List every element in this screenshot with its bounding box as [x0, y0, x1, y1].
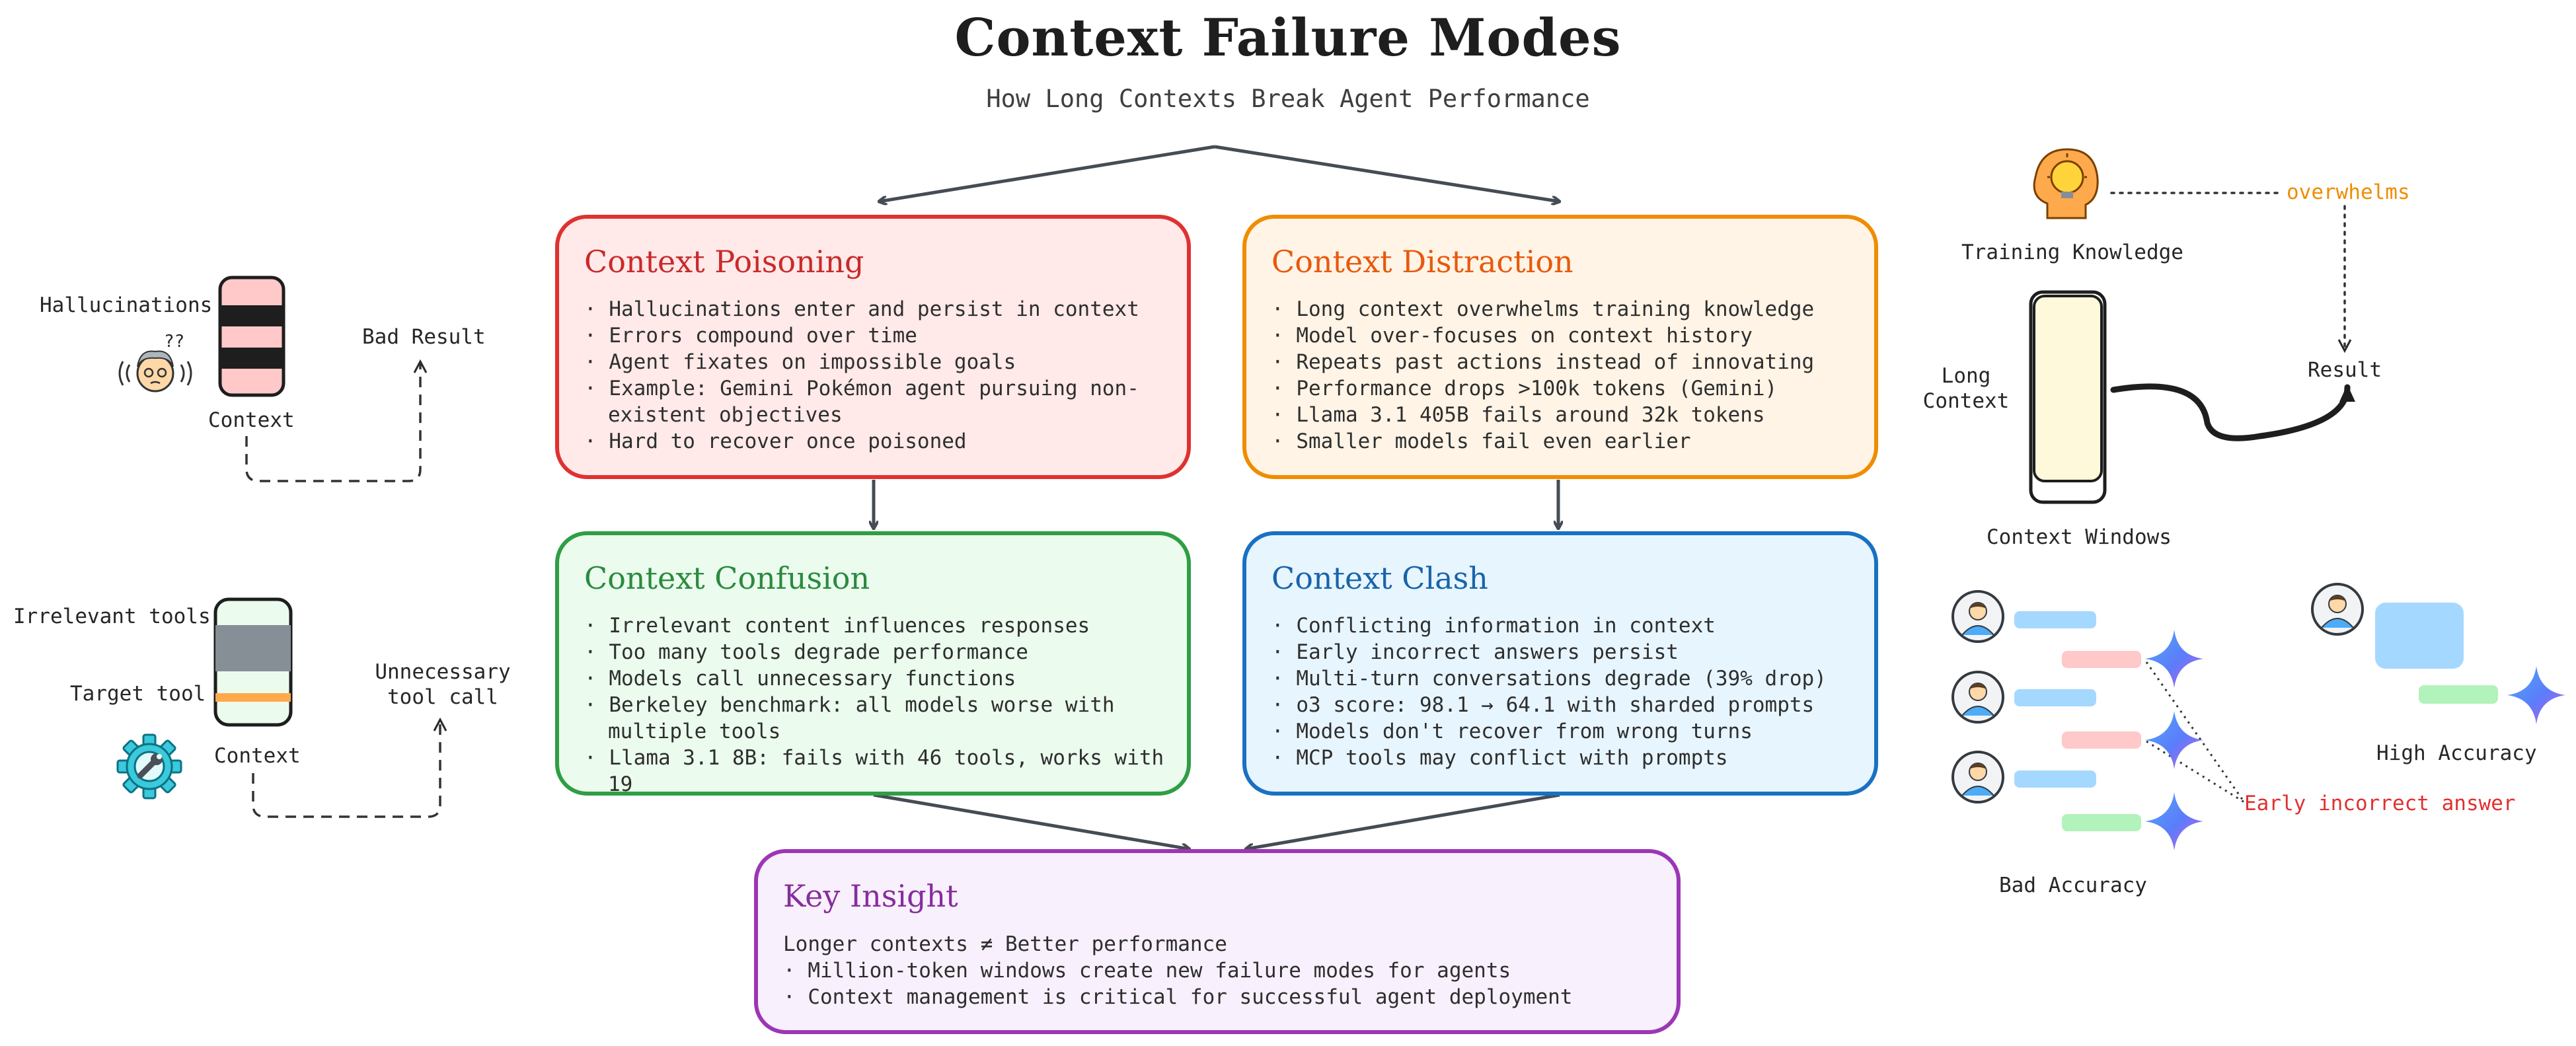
card-context-distraction: Context Distraction Long context overwhe…: [1242, 215, 1878, 479]
page-subtitle: How Long Contexts Break Agent Performanc…: [986, 85, 1590, 113]
context-jar-poison: [218, 276, 285, 397]
bullet-item: Berkeley benchmark: all models worse wit…: [584, 692, 1166, 745]
bullet-item: o3 score: 98.1 → 64.1 with sharded promp…: [1271, 692, 1866, 718]
card-list: Irrelevant content influences responsesT…: [584, 613, 1166, 798]
confused-person-icon: [118, 350, 192, 392]
bullet-item: Models call unnecessary functions: [584, 665, 1166, 692]
card-context-poisoning: Context Poisoning Hallucinations enter a…: [555, 215, 1191, 479]
bullet-item: Too many tools degrade performance: [584, 639, 1166, 665]
card-title: Context Distraction: [1271, 244, 1573, 280]
bullet-item: MCP tools may conflict with prompts: [1271, 745, 1866, 771]
lightbulb-head-icon: [2033, 148, 2099, 219]
label-unnecessary-line1: Unnecessary: [375, 660, 511, 684]
gemini-sparkle-icon: [2145, 630, 2203, 688]
user-avatar-icon: [1951, 590, 2004, 643]
label-long-context: Long Context: [1913, 363, 2019, 414]
label-context-1: Context: [208, 408, 295, 432]
card-title: Context Poisoning: [584, 244, 864, 280]
label-context-2: Context: [214, 744, 301, 768]
bullet-item: Llama 3.1 8B: fails with 46 tools, works…: [584, 745, 1166, 798]
label-early-incorrect-answer: Early incorrect answer: [2244, 792, 2516, 815]
bullet-item: Smaller models fail even earlier: [1271, 428, 1853, 455]
bullet-item: Early incorrect answers persist: [1271, 639, 1866, 665]
label-context-windows: Context Windows: [1987, 525, 2172, 549]
bad-result-dashed-arrow: [245, 362, 420, 482]
label-long-line2: Context: [1922, 389, 2010, 413]
bullet-item: Agent fixates on impossible goals: [584, 349, 1166, 375]
bullet-item: Irrelevant content influences responses: [584, 613, 1166, 639]
long-context-result-arrow: [2110, 383, 2355, 441]
card-title: Context Clash: [1271, 560, 1488, 596]
label-bad-result: Bad Result: [362, 325, 486, 349]
bullet-item: Conflicting information in context: [1271, 613, 1866, 639]
unnecessary-call-dashed-arrow: [252, 720, 440, 818]
user-avatar-icon: [2311, 583, 2364, 636]
card-title: Context Confusion: [584, 560, 870, 596]
bullet-item: Hard to recover once poisoned: [584, 428, 1166, 455]
card-title: Key Insight: [783, 878, 958, 914]
bullet-item: Model over-focuses on context history: [1271, 322, 1853, 349]
label-bad-accuracy: Bad Accuracy: [1999, 874, 2147, 897]
user-avatar-icon: [1951, 751, 2004, 803]
card-list: Long context overwhelms training knowled…: [1271, 296, 1853, 455]
bullet-item: Llama 3.1 405B fails around 32k tokens: [1271, 402, 1853, 428]
bullet-item: Example: Gemini Pokémon agent pursuing n…: [584, 375, 1166, 428]
bullet-item: Models don't recover from wrong turns: [1271, 718, 1866, 745]
label-overwhelms: overwhelms: [2287, 180, 2410, 204]
gear-wrench-icon: [116, 733, 182, 800]
bullet-item: Million-token windows create new failure…: [783, 957, 1655, 984]
bullet-item: Long context overwhelms training knowled…: [1271, 296, 1853, 322]
label-high-accuracy: High Accuracy: [2376, 741, 2537, 765]
bad-accuracy-diagram: [2014, 611, 2246, 831]
gemini-sparkle-icon: [2145, 711, 2203, 769]
card-context-clash: Context Clash Conflicting information in…: [1242, 531, 1878, 796]
gemini-sparkle-icon: [2145, 792, 2203, 850]
title-fork-arrows: [879, 145, 1560, 202]
label-training-knowledge: Training Knowledge: [1961, 241, 2183, 264]
label-target-tool: Target tool: [70, 682, 206, 706]
label-hallucinations: Hallucinations: [40, 293, 213, 317]
label-long-line1: Long: [1941, 364, 1991, 388]
label-irrelevant-tools: Irrelevant tools: [13, 605, 211, 628]
bullet-item: Repeats past actions instead of innovati…: [1271, 349, 1853, 375]
page-title: Context Failure Modes: [954, 8, 1622, 68]
gemini-sparkle-icon: [2507, 666, 2565, 724]
card-list: Conflicting information in contextEarly …: [1271, 613, 1866, 771]
bullet-item: Hallucinations enter and persist in cont…: [584, 296, 1166, 322]
card-list: Hallucinations enter and persist in cont…: [584, 296, 1166, 455]
bullet-item: Multi-turn conversations degrade (39% dr…: [1271, 665, 1866, 692]
insight-lead: Longer contexts ≠ Better performance: [783, 932, 1227, 956]
bullet-item: Errors compound over time: [584, 322, 1166, 349]
bullet-item: Performance drops >100k tokens (Gemini): [1271, 375, 1853, 402]
card-list: Million-token windows create new failure…: [783, 957, 1655, 1010]
label-unnecessary-tool-call: Unnecessary tool call: [370, 659, 515, 710]
label-result: Result: [2308, 358, 2382, 382]
card-context-confusion: Context Confusion Irrelevant content inf…: [555, 531, 1191, 796]
card-down-arrows: [874, 480, 1560, 849]
user-avatar-icon: [1951, 671, 2004, 724]
context-jar-tools: [213, 597, 293, 727]
long-context-column: [2029, 290, 2107, 504]
label-unnecessary-line2: tool call: [387, 685, 498, 709]
label-question-marks: ??: [164, 332, 185, 352]
card-key-insight: Key Insight Longer contexts ≠ Better per…: [754, 849, 1681, 1034]
high-accuracy-diagram: [2375, 603, 2498, 704]
bullet-item: Context management is critical for succe…: [783, 984, 1655, 1010]
